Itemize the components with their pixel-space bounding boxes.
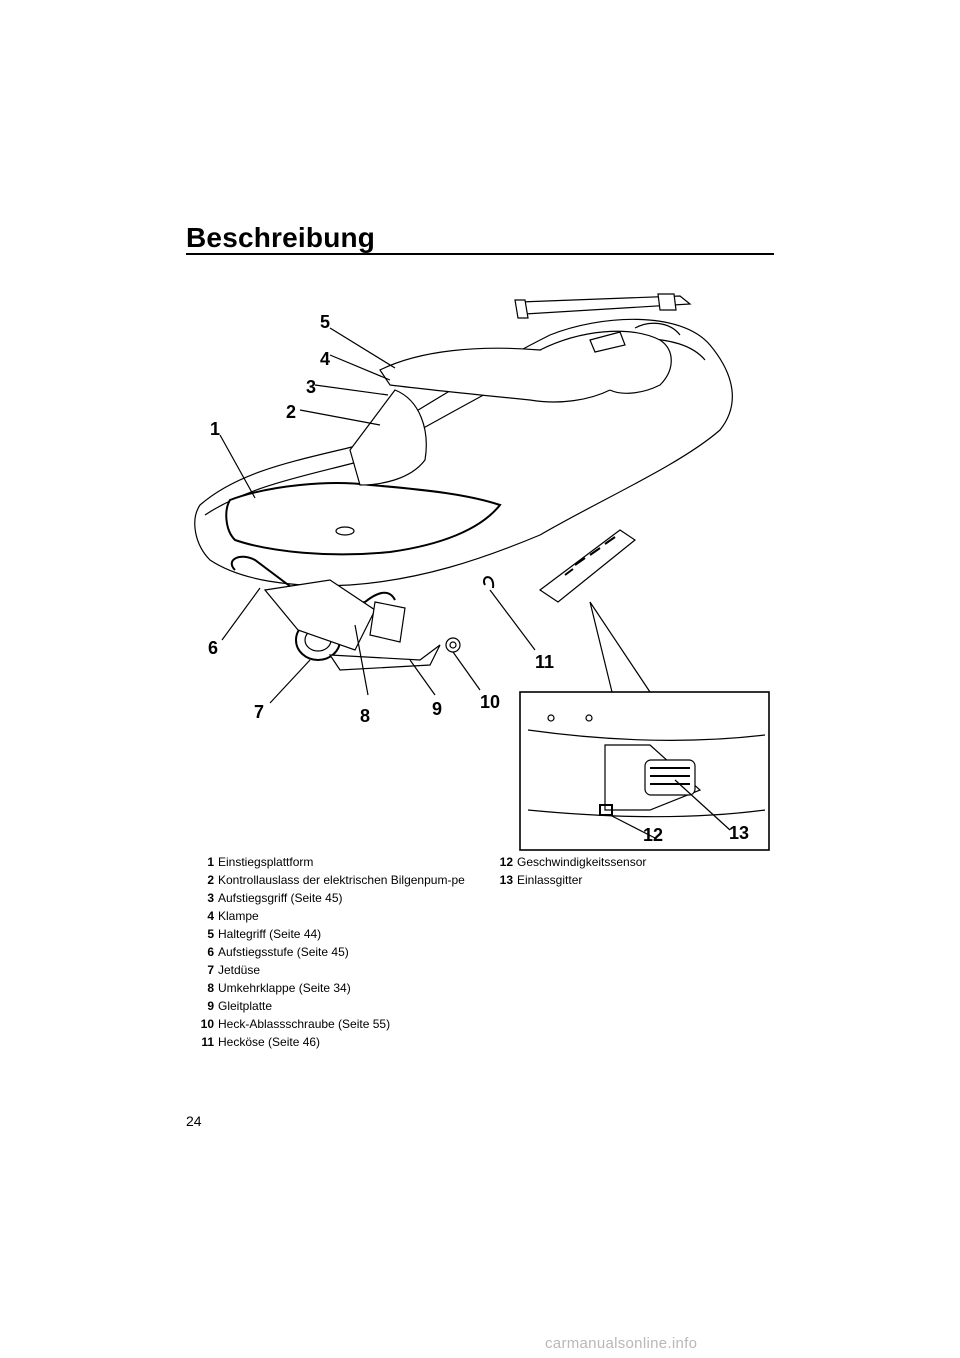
callout-13: 13 xyxy=(729,823,749,843)
page-number: 24 xyxy=(186,1113,202,1129)
callout-11: 11 xyxy=(535,652,554,672)
title-rule xyxy=(186,253,774,255)
callout-10: 10 xyxy=(480,692,500,712)
callout-6: 6 xyxy=(208,638,218,658)
callout-2: 2 xyxy=(286,402,296,422)
watercraft-illustration: 5 4 3 2 1 6 7 8 9 10 11 12 13 xyxy=(194,293,770,851)
callout-12: 12 xyxy=(643,825,663,845)
callout-8: 8 xyxy=(360,706,370,726)
callout-1: 1 xyxy=(210,419,220,439)
callout-7: 7 xyxy=(254,702,264,722)
callout-5: 5 xyxy=(320,312,330,332)
callout-9: 9 xyxy=(432,699,442,719)
watermark: carmanualsonline.info xyxy=(545,1335,698,1352)
callout-4: 4 xyxy=(320,349,330,369)
page-title: Beschreibung xyxy=(186,222,376,253)
callout-3: 3 xyxy=(306,377,316,397)
